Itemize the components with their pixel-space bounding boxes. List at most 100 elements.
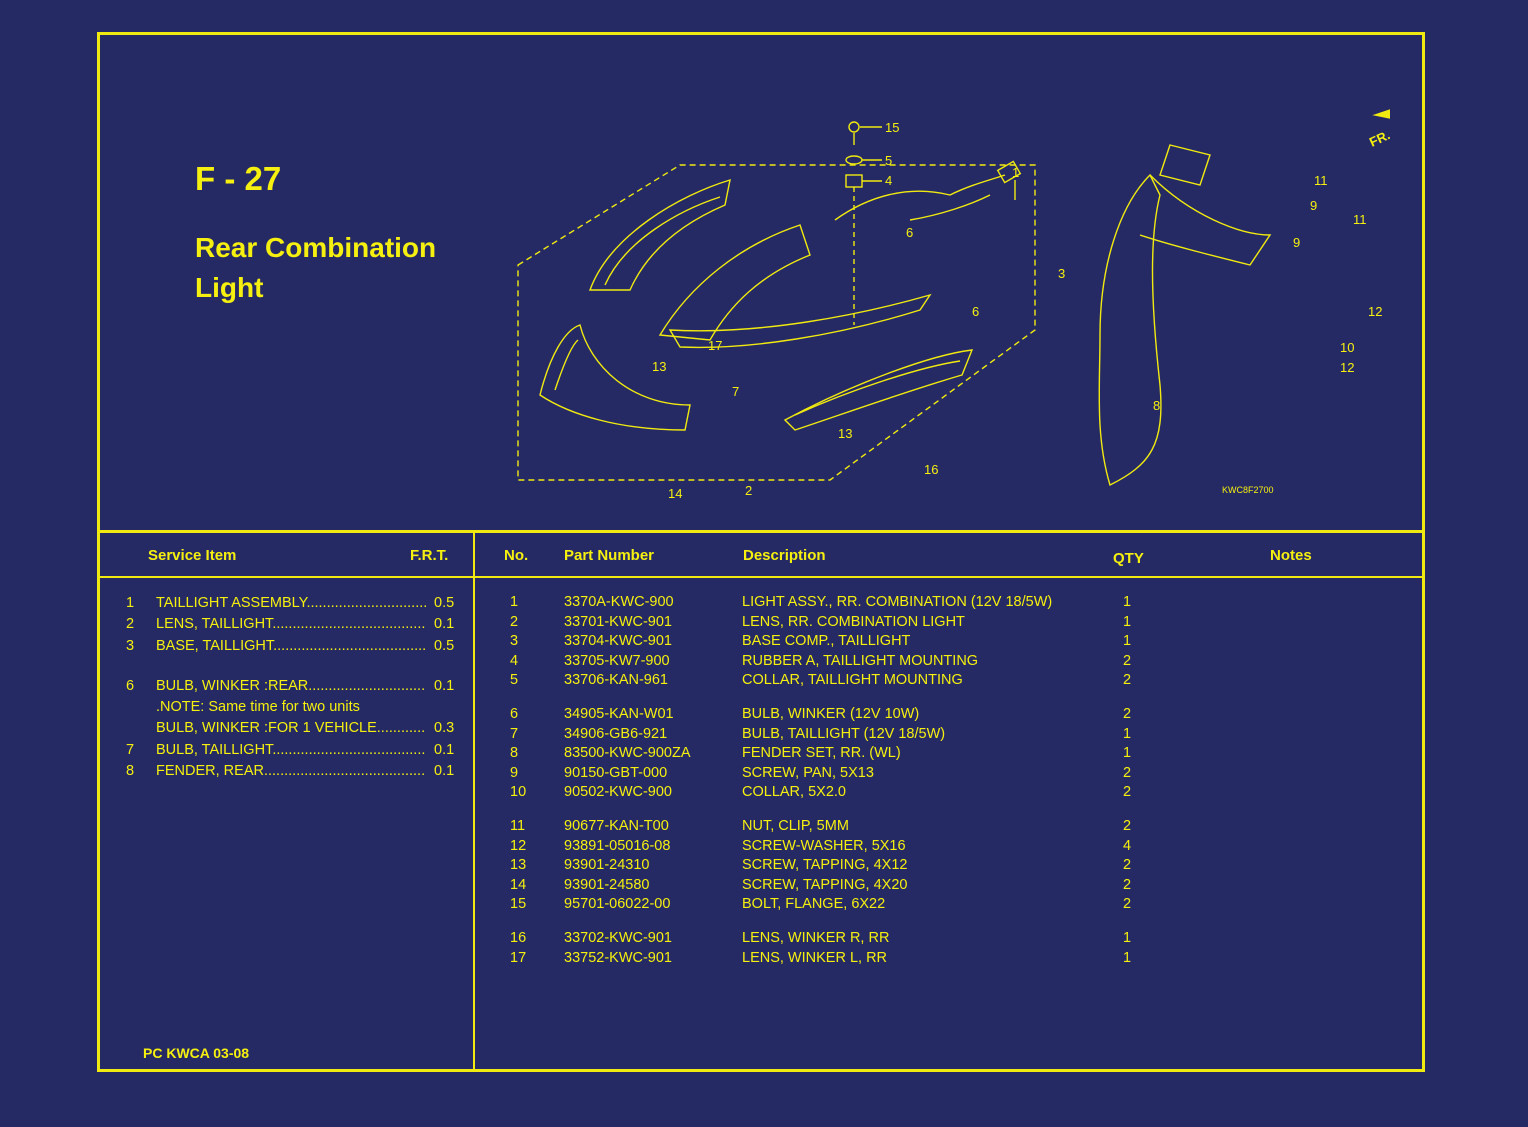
part-description: BOLT, FLANGE, 6X22 [742, 896, 886, 912]
part-number: 34905-KAN-W01 [564, 706, 674, 722]
part-qty: 2 [1123, 896, 1132, 912]
part-qty: 4 [1123, 837, 1132, 854]
part-row: 9 90150-GBT-000 SCREW, PAN, 5X13 2 [480, 764, 1420, 784]
part-number: 3370A-KWC-900 [564, 594, 674, 610]
callout-9b: 9 [1293, 235, 1300, 250]
part-no: 10 [510, 784, 527, 800]
callout-16: 16 [924, 462, 938, 477]
part-number: 33752-KWC-901 [564, 949, 672, 966]
callout-2: 2 [745, 483, 752, 498]
winker-lens-16 [783, 349, 974, 431]
callout-15: 15 [885, 120, 899, 135]
part-qty: 2 [1123, 818, 1132, 834]
diagram-code: KWC8F2700 [1222, 485, 1274, 495]
footer-code: PC KWCA 03-08 [143, 1045, 250, 1061]
part-description: BASE COMP., TAILLIGHT [742, 633, 911, 649]
part-number: 33704-KWC-901 [564, 633, 672, 649]
front-direction-label: FR. [1367, 127, 1390, 149]
th-qty: QTY [1113, 550, 1144, 567]
part-row: 2 33701-KWC-901 LENS, RR. COMBINATION LIGH… [480, 613, 1420, 633]
part-no: 2 [510, 613, 519, 630]
part-number: 33701-KWC-901 [564, 613, 672, 630]
part-number: 90150-GBT-000 [564, 764, 668, 781]
part-qty: 1 [1123, 930, 1132, 946]
part-description: SCREW-WASHER, 5X16 [742, 837, 906, 854]
part-number: 90677-KAN-T00 [564, 818, 669, 834]
part-number: 34906-GB6-921 [564, 725, 668, 742]
part-description: BULB, WINKER (12V 10W) [742, 706, 920, 722]
service-item-row: BULB, WINKER :FOR 1 VEHICLE 0.3 [120, 718, 460, 739]
part-description: RUBBER A, TAILLIGHT MOUNTING [742, 652, 979, 669]
part-description: SCREW, TAPPING, 4X12 [742, 857, 908, 873]
part-no: 15 [510, 896, 527, 912]
callout-4: 4 [885, 173, 892, 188]
th-part-number: Part Number [564, 547, 655, 564]
part-qty: 2 [1123, 764, 1132, 781]
part-qty: 2 [1123, 672, 1132, 688]
part-row: 3 33704-KWC-901 BASE COMP., TAILLIGHT 1 [480, 632, 1420, 652]
part-number: 93901-24580 [564, 876, 650, 893]
part-no: 5 [510, 672, 519, 688]
service-item-row: 6 BULB, WINKER :REAR 0.1 [120, 676, 460, 697]
rear-fender [1098, 173, 1162, 486]
callout-10: 10 [1340, 340, 1354, 355]
section-title: Rear Combination Light [195, 232, 437, 303]
exploded-diagram: 15 5 4 1 6 3 6 17 13 7 13 16 14 2 11 9 1… [517, 109, 1390, 501]
callout-6a: 6 [906, 225, 913, 240]
th-no: No. [504, 547, 529, 564]
header-divider [100, 530, 1422, 533]
part-no: 8 [510, 745, 519, 761]
part-no: 14 [510, 876, 527, 893]
part-number: 83500-KWC-900ZA [564, 745, 691, 761]
part-number: 93901-24310 [564, 857, 650, 873]
part-qty: 1 [1123, 594, 1132, 610]
part-description: NUT, CLIP, 5MM [742, 818, 849, 834]
part-no: 16 [510, 930, 527, 946]
service-item-note: .NOTE: Same time for two units [156, 699, 360, 716]
callout-8: 8 [1153, 398, 1160, 413]
callout-1: 1 [1012, 165, 1019, 180]
part-description: SCREW, PAN, 5X13 [742, 764, 874, 781]
part-no: 17 [510, 949, 527, 966]
part-no: 9 [510, 764, 519, 781]
part-qty: 1 [1123, 745, 1132, 761]
th-service-item: Service Item [148, 547, 237, 564]
part-number: 33706-KAN-961 [564, 672, 668, 688]
callout-14: 14 [668, 486, 682, 501]
part-no: 1 [510, 594, 519, 610]
part-qty: 1 [1123, 949, 1132, 966]
parts-sheet: F - 27 Rear Combination Light [97, 32, 1425, 1072]
part-no: 3 [510, 633, 519, 649]
part-description: COLLAR, 5X2.0 [742, 784, 846, 800]
callout-11b: 11 [1353, 212, 1367, 227]
service-item-row: 3 BASE, TAILLIGHT 0.5 [120, 636, 460, 657]
part-qty: 1 [1123, 633, 1132, 649]
part-row: 11 90677-KAN-T00 NUT, CLIP, 5MM 2 [480, 817, 1420, 837]
service-item-list: 1 TAILLIGHT ASSEMBLY 0.5 2 LENS, TAILLIG… [120, 593, 460, 782]
part-no: 4 [510, 652, 519, 669]
part-no: 12 [510, 837, 527, 854]
part-no: 7 [510, 725, 519, 742]
part-qty: 2 [1123, 857, 1132, 873]
part-description: LENS, RR. COMBINATION LIGHT [742, 613, 965, 630]
table-header-line [100, 576, 1422, 578]
service-item-row: 1 TAILLIGHT ASSEMBLY 0.5 [120, 593, 460, 614]
callout-12b: 12 [1340, 360, 1354, 375]
part-number: 95701-06022-00 [564, 896, 671, 912]
part-description: SCREW, TAPPING, 4X20 [742, 876, 908, 893]
connector [996, 160, 1022, 184]
part-number: 33705-KW7-900 [564, 652, 670, 669]
section-code: F - 27 [195, 160, 282, 197]
part-no: 11 [510, 818, 526, 834]
th-notes: Notes [1270, 547, 1312, 564]
assembly-boundary [517, 164, 1036, 481]
